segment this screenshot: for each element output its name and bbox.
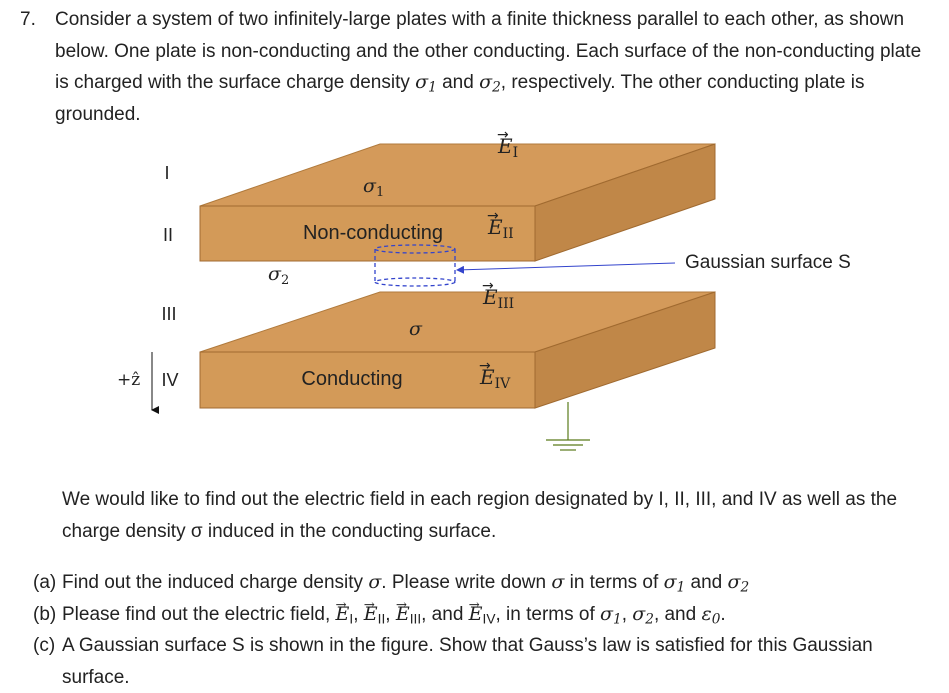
gaussian-surface-label: Gaussian surface S <box>685 252 851 273</box>
plate-top-face-front <box>199 205 536 262</box>
plates-figure: +ẑ I II III IV Non-conducting Conducting… <box>0 127 949 470</box>
problem-stem: Consider a system of two infinitely-larg… <box>55 4 935 130</box>
part-a: (a) Find out the induced charge density … <box>33 567 933 599</box>
stem-post: , respectively. The other conducting pla… <box>55 72 865 125</box>
svg-text:→: → <box>487 208 499 224</box>
part-b-label: (b) <box>33 603 57 625</box>
part-b-text: Please find out the electric field, EI, … <box>62 590 726 625</box>
sigma2-label: σ2 <box>268 263 289 288</box>
field-label-e-i: EI → <box>497 127 518 161</box>
part-c-label: (c) <box>33 635 56 656</box>
region-label-ii: II <box>163 225 173 245</box>
part-a-label: (a) <box>33 572 57 593</box>
svg-text:→: → <box>482 278 494 294</box>
intro-paragraph: We would like to find out the electric f… <box>62 484 932 547</box>
gaussian-surface <box>374 244 456 287</box>
question-parts: (a) Find out the induced charge density … <box>33 567 933 693</box>
plate-bottom-face-front <box>199 351 536 409</box>
intro-text: We would like to find out the electric f… <box>62 489 898 542</box>
stem-pre: Consider a system of two infinitely-larg… <box>55 9 922 93</box>
part-c-text: A Gaussian surface S is shown in the fig… <box>62 635 873 688</box>
part-c: (c) A Gaussian surface S is shown in the… <box>33 630 933 693</box>
region-label-i: I <box>164 163 169 183</box>
plate-conducting <box>199 291 716 409</box>
region-label-iii: III <box>161 304 176 324</box>
z-axis-label: +ẑ <box>117 370 140 390</box>
plate-label-conducting: Conducting <box>301 368 402 390</box>
part-b: (b) Please find out the electric field, … <box>33 590 933 631</box>
stem-and: and <box>436 72 480 93</box>
svg-text:→: → <box>479 358 491 374</box>
region-label-iv: IV <box>161 370 178 390</box>
problem-number: 7. <box>20 9 36 30</box>
plate-bottom-face-side <box>534 291 716 409</box>
svg-text:→: → <box>497 130 509 143</box>
plate-label-non-conducting: Non-conducting <box>303 222 443 244</box>
plate-non-conducting <box>199 143 716 262</box>
part-a-text: Find out the induced charge density σ. P… <box>62 571 750 596</box>
stem-sigma2: σ2 <box>479 71 501 96</box>
plate-top-face-side <box>534 143 716 262</box>
plates-diagram: +ẑ I II III IV Non-conducting Conducting… <box>117 127 851 451</box>
ground-icon <box>546 402 590 451</box>
gaussian-pointer-arrow <box>456 262 676 274</box>
stem-sigma1: σ1 <box>415 71 437 96</box>
sigma-label: σ <box>409 318 423 340</box>
